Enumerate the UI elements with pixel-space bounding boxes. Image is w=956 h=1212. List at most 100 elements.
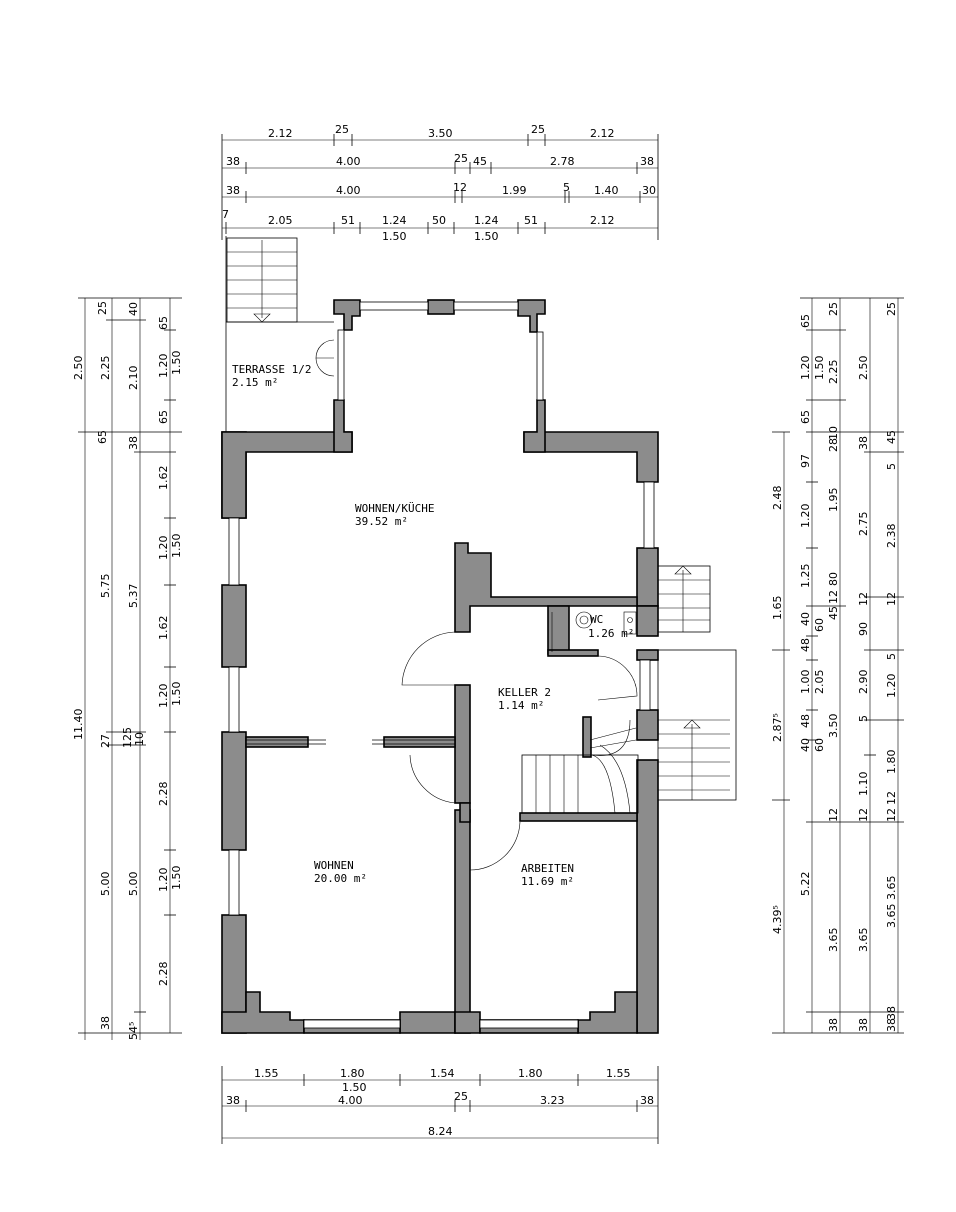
dim-left-c4-10: 2.28	[157, 962, 170, 987]
dim-top-r3-6: 1.40	[594, 184, 619, 197]
dim-right-c6-6: 5	[885, 653, 898, 660]
dim-right-c6-9: 3.65	[885, 876, 898, 901]
dim-right-c2-2: 1.20	[799, 356, 812, 381]
room-name-wohnen-kueche: WOHNEN/KÜCHE	[355, 502, 434, 515]
dim-bottom-r1-3: 1.54	[430, 1067, 455, 1080]
dim-top-r4-7: 51	[524, 214, 538, 227]
dim-right-c4-6: 45	[827, 606, 840, 620]
dim-left-c4-4: 1.62	[157, 466, 170, 491]
dim-bottom-r1-4: 1.80	[518, 1067, 543, 1080]
room-area-wohnen: 20.00 m²	[314, 872, 367, 885]
dim-top-r2-3: 25	[454, 152, 468, 165]
walls	[221, 299, 659, 1034]
dim-right-c1-2: 1.65	[771, 596, 784, 621]
dim-bottom-r3-2: 4.00	[338, 1094, 363, 1107]
dim-right-c2-11: 40	[799, 738, 812, 752]
dim-left-c4-9: 1.20	[157, 868, 170, 893]
dim-right-c6-5: 12	[885, 592, 898, 606]
dim-right-c6-8: 12	[885, 791, 898, 805]
dim-right-c4-3: 28	[827, 438, 840, 452]
dim-left-c3-1: 25	[96, 301, 109, 315]
dim-right-c5-10: 12	[885, 808, 898, 822]
dim-top-r4-5: 50	[432, 214, 446, 227]
dim-bottom-r3-1: 38	[226, 1094, 240, 1107]
dim-left-c4-3: 38	[127, 436, 140, 450]
dim-top-r2-4: 45	[473, 155, 487, 168]
room-area-wohnen-kueche: 39.52 m²	[355, 515, 408, 528]
dim-top-r1-4: 25	[531, 123, 545, 136]
dim-left-c6-3: 65	[96, 430, 109, 444]
interior-stair	[521, 719, 639, 814]
dim-right-c6-2: 45	[885, 430, 898, 444]
exterior-stair-right	[657, 565, 737, 801]
dim-top-r1-3: 3.50	[428, 127, 453, 140]
dim-left-c2-3: 27	[99, 734, 112, 748]
dim-top-r2-2: 4.00	[336, 155, 361, 168]
dim-top-r3-1: 38	[226, 184, 240, 197]
dim-right-c4-5: 12	[827, 590, 840, 604]
dimensions-left: 2.50 11.40 2.25 5.75 27 5.00 38 25 2.10 …	[72, 297, 183, 1040]
dim-right-c2-4: 97	[799, 454, 812, 468]
dim-left-c5-4: 1.50	[170, 866, 183, 891]
dim-top-r3-5: 5	[563, 181, 570, 194]
dim-top-r5-2: 1.50	[474, 230, 499, 243]
dim-top-r3-7: 30	[642, 184, 656, 197]
room-name-wc: WC	[590, 613, 603, 626]
dim-bottom-r3-3: 25	[454, 1090, 468, 1103]
dim-right-c3-4: 60	[813, 618, 826, 632]
room-name-keller: KELLER 2	[498, 686, 551, 699]
room-area-wc: 1.26 m²	[588, 627, 634, 640]
dim-left-c2-5: 38	[99, 1016, 112, 1030]
dim-bottom-r1-1: 1.55	[254, 1067, 279, 1080]
dim-top-r5-1: 1.50	[382, 230, 407, 243]
dim-top-r4-6: 1.24	[474, 214, 499, 227]
dim-right-c2-5: 1.20	[799, 504, 812, 529]
dim-left-c5-1: 1.50	[170, 351, 183, 376]
dim-bottom-r3-5: 38	[640, 1094, 654, 1107]
dim-left-c3-4: 125	[121, 727, 134, 748]
windows	[228, 301, 655, 1029]
dim-right-c5-2: 38	[857, 436, 870, 450]
dim-right-c4-2: 2.25	[827, 360, 840, 385]
dim-left-c2-4: 5.00	[99, 872, 112, 897]
dimensions-right: 2.48 1.65 2.87⁵ 4.39⁵ 65 1.20 65 97 1.20…	[771, 297, 904, 1034]
dim-left-c2-2: 5.75	[99, 574, 112, 599]
room-name-arbeiten: ARBEITEN	[521, 862, 574, 875]
dim-right-c5-5: 90	[857, 622, 870, 636]
dim-right-c3-3: 80	[827, 572, 840, 586]
dim-left-c3-5: 10	[133, 732, 146, 746]
dim-right-c5-9: 1.10	[857, 772, 870, 797]
dim-right-c5-6: 2.90	[857, 670, 870, 695]
dim-right-c4-4: 10	[827, 426, 840, 440]
dim-left-c1-2: 11.40	[72, 709, 85, 741]
dim-left-c4-8: 2.28	[157, 782, 170, 807]
dim-right-c4-7: 3.50	[827, 714, 840, 739]
dimensions-top: 2.12 25 3.50 25 2.12 38 4.00 25 45 2.78 …	[221, 123, 659, 243]
dim-right-c3-6: 60	[813, 738, 826, 752]
dim-right-c4-10: 38	[857, 1018, 870, 1032]
room-name-wohnen: WOHNEN	[314, 859, 354, 872]
dim-top-r4-8: 2.12	[590, 214, 615, 227]
dim-left-c3-3: 5.37	[127, 584, 140, 609]
room-name-terrasse: TERRASSE 1/2	[232, 363, 311, 376]
dim-left-c4-6: 1.62	[157, 616, 170, 641]
dim-right-c5-8: 1.80	[885, 750, 898, 775]
dim-top-r1-2: 25	[335, 123, 349, 136]
dim-right-c2-12: 12	[827, 808, 840, 822]
dim-right-c5-3: 2.75	[857, 512, 870, 537]
dim-right-c1-3: 2.87⁵	[771, 713, 784, 742]
dim-right-c6-3: 5	[885, 463, 898, 470]
doors	[246, 612, 638, 871]
dim-left-c6-2: 1.20	[157, 354, 170, 379]
dim-top-r2-1: 38	[226, 155, 240, 168]
dim-top-r3-4: 1.99	[502, 184, 527, 197]
dim-right-c2-7: 40	[799, 612, 812, 626]
room-area-arbeiten: 11.69 m²	[521, 875, 574, 888]
dim-right-c6-7: 1.20	[885, 674, 898, 699]
dim-left-c6-1: 65	[157, 410, 170, 424]
dim-right-c3-7: 5.22	[799, 872, 812, 897]
dim-left-c3-6: 5.00	[127, 872, 140, 897]
dim-right-c2-1: 65	[799, 314, 812, 328]
wc-fixtures	[575, 611, 637, 635]
